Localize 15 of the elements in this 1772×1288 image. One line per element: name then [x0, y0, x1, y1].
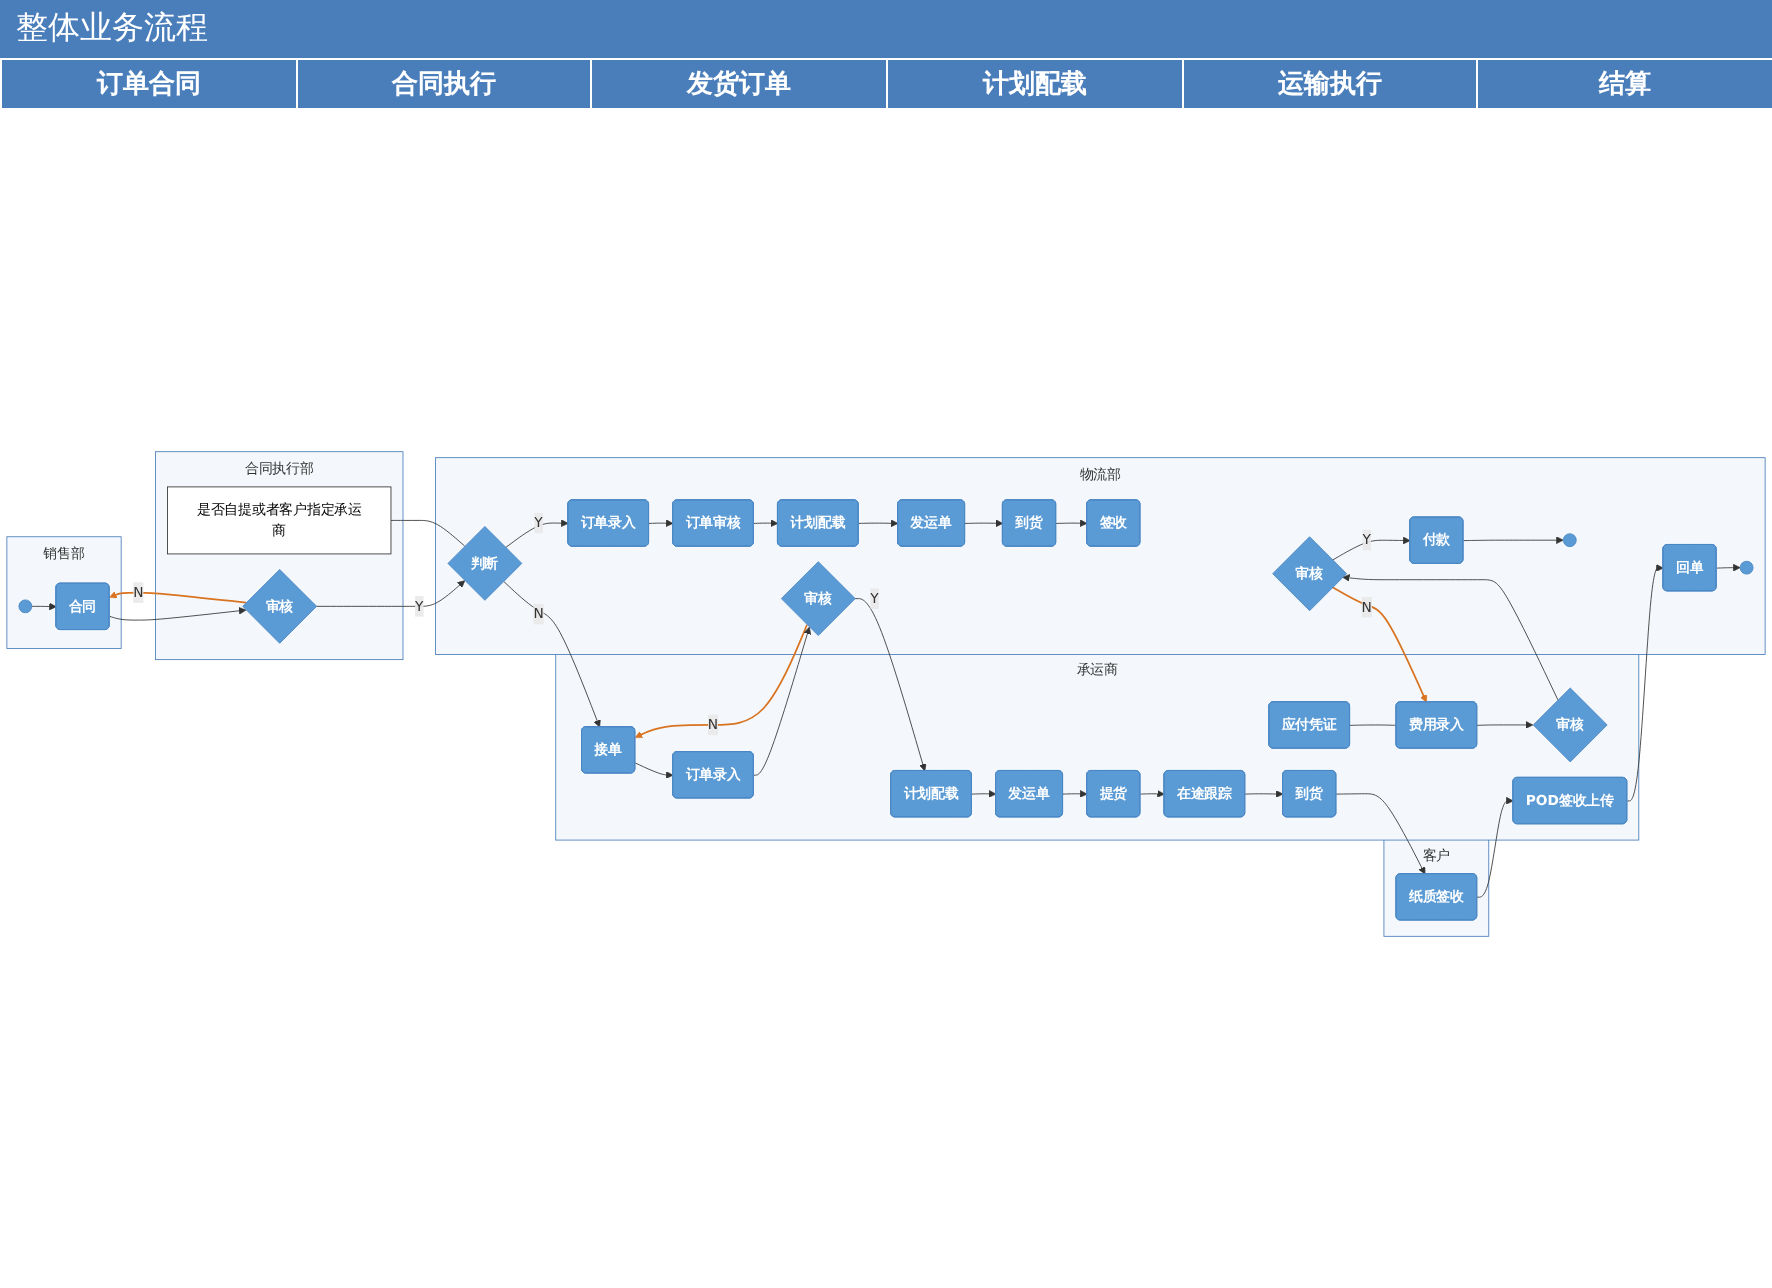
column-header: 结算 [1476, 60, 1772, 108]
arrow [109, 591, 247, 604]
connector [390, 520, 466, 547]
column-header: 计划配载 [886, 60, 1182, 108]
column-header: 运输执行 [1181, 60, 1477, 108]
node-circle [18, 599, 33, 614]
arrow [634, 623, 808, 738]
connector [1349, 724, 1397, 726]
column-header: 发货订单 [590, 60, 887, 108]
node-circle [1562, 533, 1577, 548]
diagram-title: 整体业务流程 [0, 0, 1772, 58]
column-header: 订单合同 [0, 60, 296, 108]
arrow [1331, 586, 1428, 703]
node-circle [1739, 560, 1754, 575]
column-header: 合同执行 [295, 60, 591, 108]
